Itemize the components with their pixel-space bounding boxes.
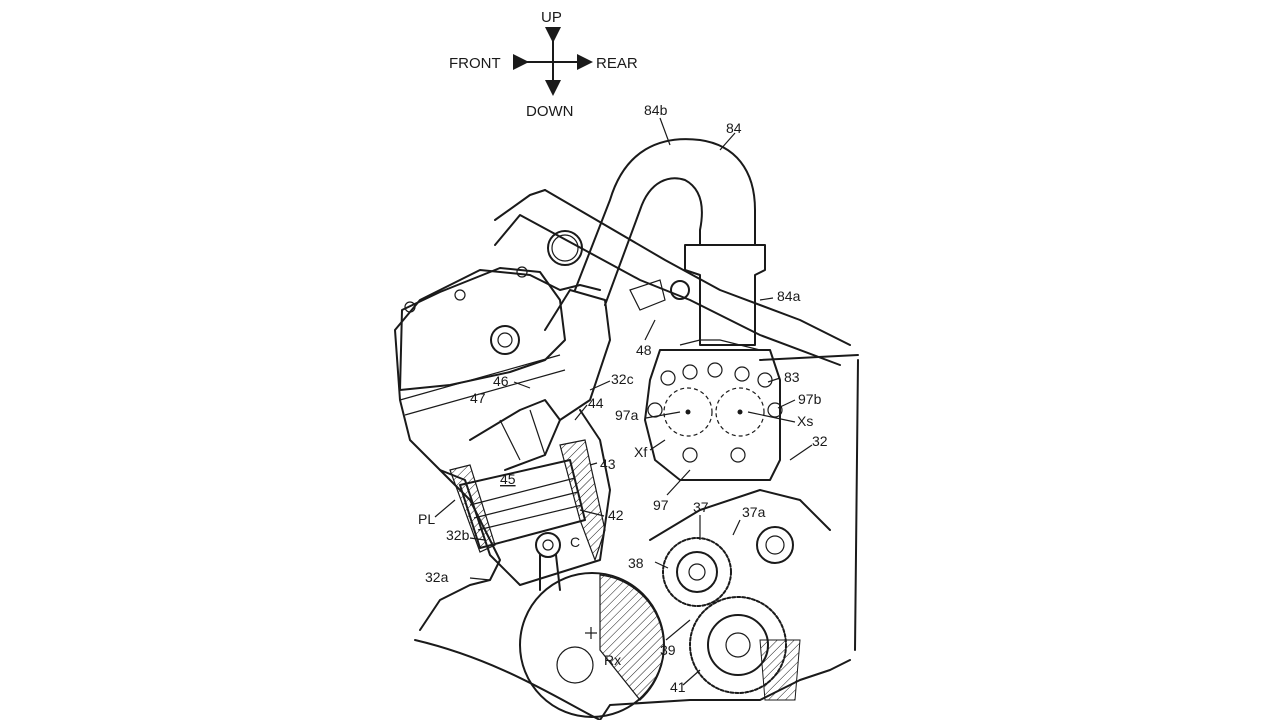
exhaust-pipe-inner: [604, 177, 703, 306]
exhaust-port: [544, 289, 611, 421]
label-32a: 32a: [425, 569, 449, 585]
valves: [499, 409, 546, 461]
leader-lines: [434, 117, 813, 686]
connecting-rod: [539, 554, 561, 591]
label-43: 43: [600, 456, 616, 472]
compass-down: DOWN: [526, 103, 574, 120]
lower-case-rear: [599, 659, 851, 720]
combustion-chamber: [469, 399, 561, 471]
frame-tube-section: [547, 230, 583, 266]
sensor-mount: [670, 280, 690, 300]
exhaust-pipe-84a: [684, 244, 766, 346]
compass-front: FRONT: [449, 55, 501, 72]
frame-tube-top: [494, 189, 546, 221]
label-32: 32: [812, 433, 828, 449]
crank-counterweight: [599, 574, 665, 701]
upper-frame-line: [759, 354, 859, 361]
piston-rings: [469, 477, 583, 531]
cam-cover-83: [644, 349, 781, 481]
label-41: 41: [670, 679, 686, 695]
reference-labels: 84b 84 84a 48 83 97b Xs 97a Xf 32 97 32c…: [418, 102, 828, 695]
label-84a: 84a: [777, 288, 801, 304]
label-97b: 97b: [798, 391, 822, 407]
label-42: 42: [608, 507, 624, 523]
label-84: 84: [726, 120, 742, 136]
compass-up: UP: [541, 9, 562, 26]
label-97a: 97a: [615, 407, 639, 423]
exhaust-pipe-outer: [574, 138, 756, 291]
label-45: 45: [500, 471, 516, 487]
cylinder-head-cover: [399, 267, 566, 391]
label-32c: 32c: [611, 371, 634, 387]
label-84b: 84b: [644, 102, 668, 118]
label-47: 47: [470, 390, 486, 406]
front-case-outline: [394, 269, 601, 631]
label-37: 37: [693, 499, 709, 515]
compass-rear: REAR: [596, 55, 638, 72]
label-38: 38: [628, 555, 644, 571]
label-97: 97: [653, 497, 669, 513]
lower-case-front: [414, 639, 601, 720]
gear-37a: [756, 526, 794, 564]
o2-sensor: [629, 279, 666, 311]
piston-pin: [535, 532, 561, 558]
label-37a: 37a: [742, 504, 766, 520]
label-83: 83: [784, 369, 800, 385]
camshaft-97a: [663, 387, 713, 437]
frame-tube-bottom: [494, 214, 841, 366]
balancer-housing: [649, 489, 831, 541]
frame-tube-edge: [544, 189, 851, 346]
camshaft-97b: [715, 387, 765, 437]
cylinder-wall-front: [449, 464, 496, 553]
label-32b: 32b: [446, 527, 470, 543]
label-44: 44: [588, 395, 604, 411]
engine-body: [394, 138, 859, 720]
head-bolt: [490, 325, 520, 355]
label-48: 48: [636, 342, 652, 358]
direction-compass: UP DOWN FRONT REAR: [449, 9, 638, 120]
label-Xs: Xs: [797, 413, 813, 429]
label-46: 46: [493, 373, 509, 389]
rear-frame-line: [854, 359, 859, 651]
label-C: C: [570, 534, 580, 550]
label-Xf: Xf: [634, 444, 647, 460]
label-39: 39: [660, 642, 676, 658]
label-PL: PL: [418, 511, 435, 527]
cylinder-wall-rear: [559, 439, 606, 562]
gear-38: [662, 537, 732, 607]
label-Rx: Rx: [604, 652, 621, 668]
